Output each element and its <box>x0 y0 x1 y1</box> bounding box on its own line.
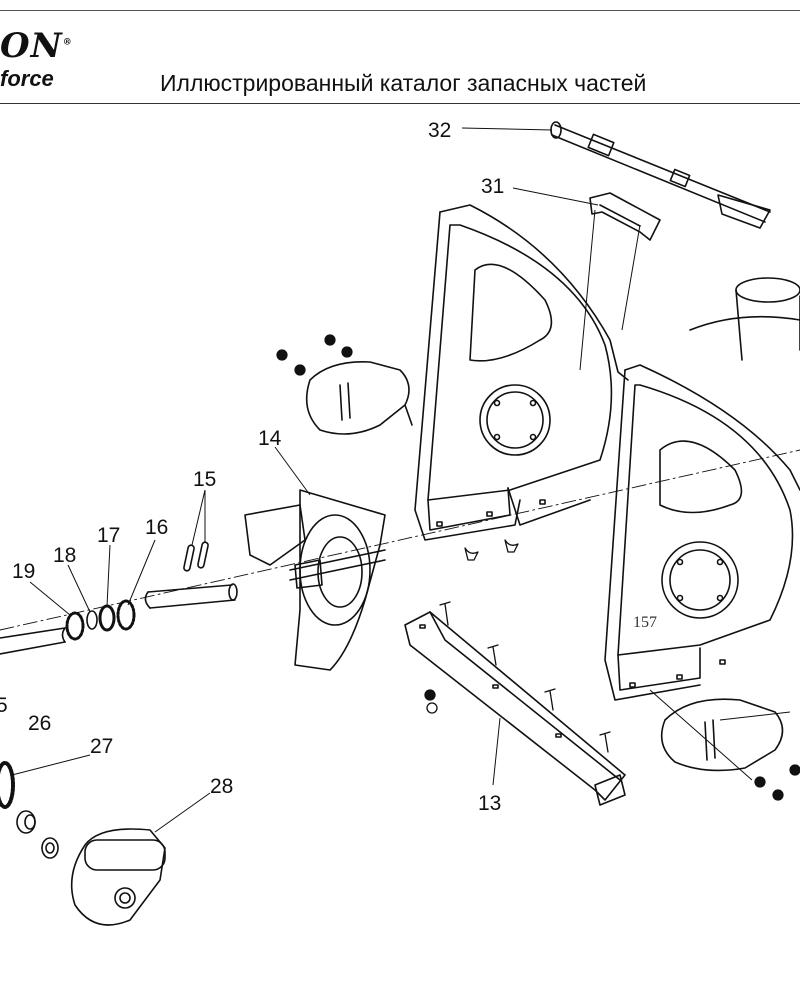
callout-26: 26 <box>28 712 51 735</box>
page-number: 157 <box>633 614 657 631</box>
callout-18: 18 <box>53 544 76 567</box>
callout-labels: 32 31 14 15 16 17 18 19 5 26 27 28 13 15… <box>0 119 657 815</box>
brand-logo: ON® <box>0 26 73 66</box>
skid-shoe-lower <box>660 698 784 772</box>
part-16-washer <box>116 599 136 631</box>
callout-19: 19 <box>12 560 35 583</box>
header-top-rule <box>0 10 800 11</box>
brace-bolts <box>424 539 611 753</box>
part-31-bracket <box>589 192 661 241</box>
callout-13: 13 <box>478 792 501 815</box>
gearbox-washer <box>41 837 59 859</box>
skid-shoe-nuts-lower <box>754 764 800 801</box>
callout-25: 5 <box>0 694 8 717</box>
part-18-ring <box>86 610 98 630</box>
header-bottom-rule <box>0 103 800 104</box>
callout-27: 27 <box>90 735 113 758</box>
callout-31: 31 <box>481 175 504 198</box>
part-15-pins <box>183 541 209 572</box>
drive-shaft-segment <box>144 583 238 609</box>
registered-mark: ® <box>62 37 73 48</box>
part-27-gear <box>0 761 15 809</box>
front-auger-housing <box>604 364 800 701</box>
part-13-brace <box>404 611 626 806</box>
skid-shoe-nuts-upper <box>276 334 353 376</box>
catalog-title: Иллюстрированный каталог запасных частей <box>160 70 647 96</box>
main-shaft <box>0 627 66 655</box>
part-19-gear <box>65 611 85 641</box>
part-14-impeller <box>244 489 386 671</box>
part-17-bearing <box>98 604 116 632</box>
part-26-spacer <box>16 810 36 834</box>
page-header: ON® force Иллюстрированный каталог запас… <box>0 0 800 105</box>
callout-16: 16 <box>145 516 168 539</box>
rear-auger-housing <box>414 204 629 541</box>
callout-leaders <box>11 127 791 833</box>
callout-14: 14 <box>258 427 282 450</box>
discharge-chute-stub <box>689 277 800 361</box>
callout-17: 17 <box>97 524 120 547</box>
callout-32: 32 <box>428 119 451 142</box>
skid-shoe-upper <box>305 361 413 435</box>
brand-tagline: force <box>0 66 54 91</box>
part-32-chute-rod <box>550 121 771 229</box>
assembly-axis-line <box>0 449 800 631</box>
brand-logo-text: ON <box>0 26 63 66</box>
callout-28: 28 <box>210 775 233 798</box>
exploded-parts-diagram: 32 31 14 15 16 17 18 19 5 26 27 28 13 15… <box>0 119 800 926</box>
callout-15: 15 <box>193 468 216 491</box>
part-28-gearbox-housing <box>70 828 166 926</box>
